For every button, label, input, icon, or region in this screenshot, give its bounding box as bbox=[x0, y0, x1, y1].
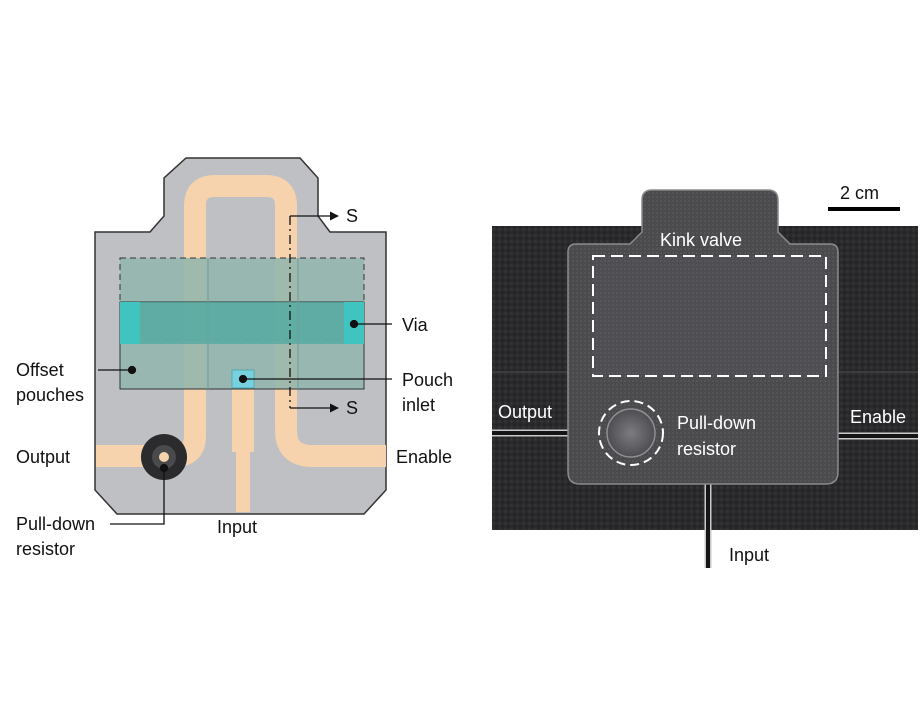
section-label-bottom: S bbox=[346, 398, 358, 418]
pull-down-resistor-photo bbox=[606, 408, 656, 458]
photo-pull-down-label-1: Pull-down bbox=[677, 413, 756, 433]
enable-label: Enable bbox=[396, 447, 452, 467]
schematic-diagram: S S Via Offset pouches Pouch inlet Outpu… bbox=[16, 157, 453, 559]
leader-lines bbox=[98, 319, 392, 525]
via-left bbox=[120, 302, 140, 344]
scale-bar-label: 2 cm bbox=[840, 183, 879, 203]
u-channel bbox=[184, 175, 386, 467]
input-label: Input bbox=[217, 517, 257, 537]
photo-enable-label: Enable bbox=[850, 407, 906, 427]
pouch-inlet-label-2: inlet bbox=[402, 395, 435, 415]
photo-panel: 2 cm Kink valve Output Enable Pull-down … bbox=[492, 183, 918, 568]
offset-pouches-label-2: pouches bbox=[16, 385, 84, 405]
resistor-highlight bbox=[598, 400, 664, 466]
pouch-overlap bbox=[120, 302, 364, 344]
photo-output-label: Output bbox=[498, 402, 552, 422]
kink-valve-label: Kink valve bbox=[660, 230, 742, 250]
offset-pouches-label-1: Offset bbox=[16, 360, 64, 380]
section-label-top: S bbox=[346, 206, 358, 226]
photo-pull-down-label-2: resistor bbox=[677, 439, 736, 459]
pull-down-label-1: Pull-down bbox=[16, 514, 95, 534]
pouch-inlet-label-1: Pouch bbox=[402, 370, 453, 390]
via-label: Via bbox=[402, 315, 429, 335]
output-label: Output bbox=[16, 447, 70, 467]
photo-input-label: Input bbox=[729, 545, 769, 565]
pouch-outline bbox=[592, 255, 827, 377]
pull-down-resistor-core bbox=[159, 452, 169, 462]
pull-down-label-2: resistor bbox=[16, 539, 75, 559]
